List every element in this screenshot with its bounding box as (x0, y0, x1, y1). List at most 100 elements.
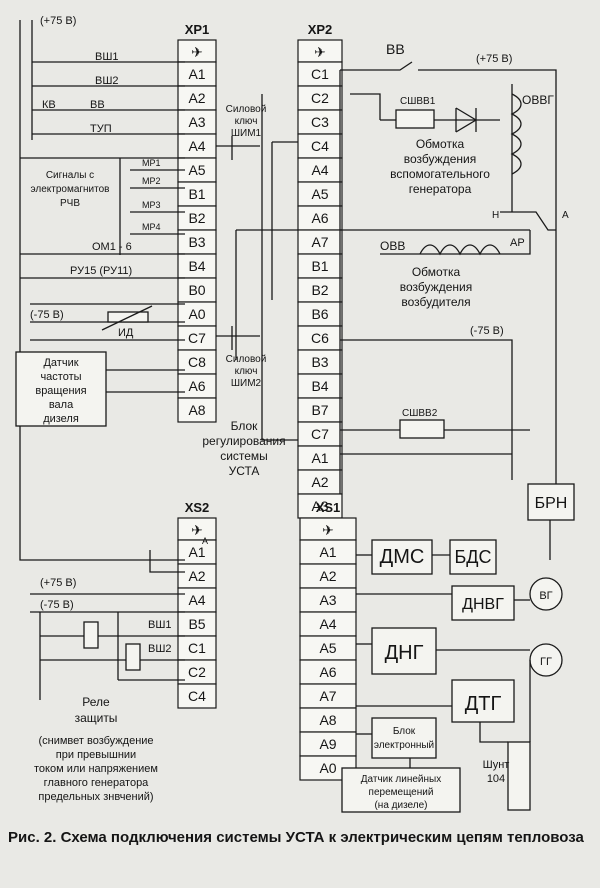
ovvg-label: ОВВГ (522, 93, 554, 107)
pin-cell (297, 157, 343, 183)
pin-cell (297, 61, 343, 87)
dng-label: ДНГ (385, 642, 424, 664)
ovv-desc-line-1: Обмотка (412, 265, 461, 279)
pin-cell (177, 61, 217, 87)
ovvg-desc-line-1: Обмотка (416, 137, 465, 151)
bottom-left-wiring (30, 550, 185, 700)
pin-cell (299, 611, 357, 637)
pin-cell (297, 253, 343, 279)
connector-title: XP1 (185, 22, 210, 37)
pin-label: B2 (188, 210, 205, 226)
pin-cell (297, 229, 343, 255)
pin-label: A0 (188, 306, 205, 322)
plus75-right-label: (+75 B) (476, 53, 512, 65)
vg-label: ВГ (539, 590, 552, 602)
a-label: А (562, 210, 569, 221)
key1-line-2: ключ (235, 116, 258, 127)
pin-label: C2 (311, 90, 329, 106)
left-wiring (15, 20, 185, 561)
pin-cell (177, 253, 217, 279)
connector-title: XP2 (308, 22, 333, 37)
connector-title: XS2 (185, 500, 210, 515)
pin-label: A3 (188, 114, 205, 130)
pin-cell (299, 563, 357, 589)
pin-cell (297, 205, 343, 231)
pin-label: A7 (319, 688, 336, 704)
key1-line-1: Силовой (226, 104, 267, 115)
pin-cell (177, 85, 217, 111)
pin-cell (297, 397, 343, 423)
relay-line-1: Реле (82, 695, 110, 709)
pin-cell (177, 277, 217, 303)
pin-label: B0 (188, 282, 205, 298)
note-line-3: током или напряжением (34, 763, 158, 775)
minus75-right-label: (-75 B) (470, 325, 504, 337)
pin-label: A7 (311, 234, 328, 250)
om-label: ОМ1 - 6 (92, 241, 132, 253)
vsh2-label: ВШ2 (95, 75, 119, 87)
pin-label: A1 (311, 450, 328, 466)
pin-cell (177, 109, 217, 135)
pin-label: A2 (311, 474, 328, 490)
sensor-line-1: Датчик (43, 357, 78, 369)
sensor-line-2: частоты (40, 371, 81, 383)
minus75-left-label: (-75 B) (30, 309, 64, 321)
pin-cell (297, 109, 343, 135)
minus75-bottom-label: (-75 B) (40, 599, 74, 611)
shunt-line-2: 104 (487, 773, 505, 785)
note-line-4: главного генератора (44, 777, 150, 789)
sensor-lin-line-2: перемещений (369, 787, 434, 798)
pin-label: A0 (319, 760, 336, 776)
pin-label: B3 (311, 354, 328, 370)
ovv-label: ОВВ (380, 239, 405, 253)
pin-label: C2 (188, 664, 206, 680)
sensor-lin-line-3: (на дизеле) (374, 800, 427, 811)
pin-label: C7 (311, 426, 329, 442)
pin-label: A4 (188, 138, 205, 154)
pin-label: B4 (188, 258, 205, 274)
bottom-left-labels: (+75 B) (-75 B) ВШ1 ВШ2 Реле защиты (сни… (34, 577, 172, 803)
pin-label: A4 (188, 592, 205, 608)
bds-label: БДС (454, 547, 491, 567)
pin-cell (297, 349, 343, 375)
ovv-desc-line-2: возбуждения (400, 280, 472, 294)
plus75-bottom-label: (+75 B) (40, 577, 76, 589)
mr4-label: МР4 (142, 222, 161, 232)
ovv-desc-line-3: возбудителя (401, 295, 470, 309)
plug-icon: ✈ (322, 522, 334, 538)
sensor-line-5: дизеля (43, 413, 79, 425)
pin-label: B1 (188, 186, 205, 202)
vv-label-left: ВВ (90, 99, 105, 111)
pin-cell (177, 397, 217, 423)
id-label: ИД (118, 327, 134, 339)
block-line-3: системы (220, 449, 268, 463)
pin-label: C1 (188, 640, 206, 656)
pin-cell (177, 587, 217, 613)
block-el-line-2: электронный (374, 740, 434, 751)
block-line-4: УСТА (229, 464, 260, 478)
plus75-top-label: (+75 B) (40, 15, 76, 27)
pin-cell (299, 683, 357, 709)
block-el-line-1: Блок (393, 726, 416, 737)
pin-label: A4 (311, 162, 328, 178)
key2-line-3: ШИМ2 (231, 378, 262, 389)
pin-label: A2 (188, 90, 205, 106)
signals-line-2: электромагнитов (30, 184, 109, 195)
pin-cell (177, 563, 217, 589)
pin-cell (299, 659, 357, 685)
pin-label: A1 (188, 544, 205, 560)
pin-label: A6 (188, 378, 205, 394)
pin-label: C6 (311, 330, 329, 346)
pin-cell (177, 205, 217, 231)
center-wiring (216, 94, 298, 441)
pin-label: A1 (188, 66, 205, 82)
pin-label: A8 (188, 402, 205, 418)
pin-cell (297, 85, 343, 111)
signals-line-3: РЧВ (60, 198, 80, 209)
pin-label: A3 (319, 592, 336, 608)
pin-label: B4 (311, 378, 328, 394)
pin-cell (177, 373, 217, 399)
pin-label: C4 (311, 138, 329, 154)
connector-xp2: XP2✈C1C2C3C4A4A5A6A7B1B2B6C6B3B4B7C7A1A2… (297, 22, 343, 519)
